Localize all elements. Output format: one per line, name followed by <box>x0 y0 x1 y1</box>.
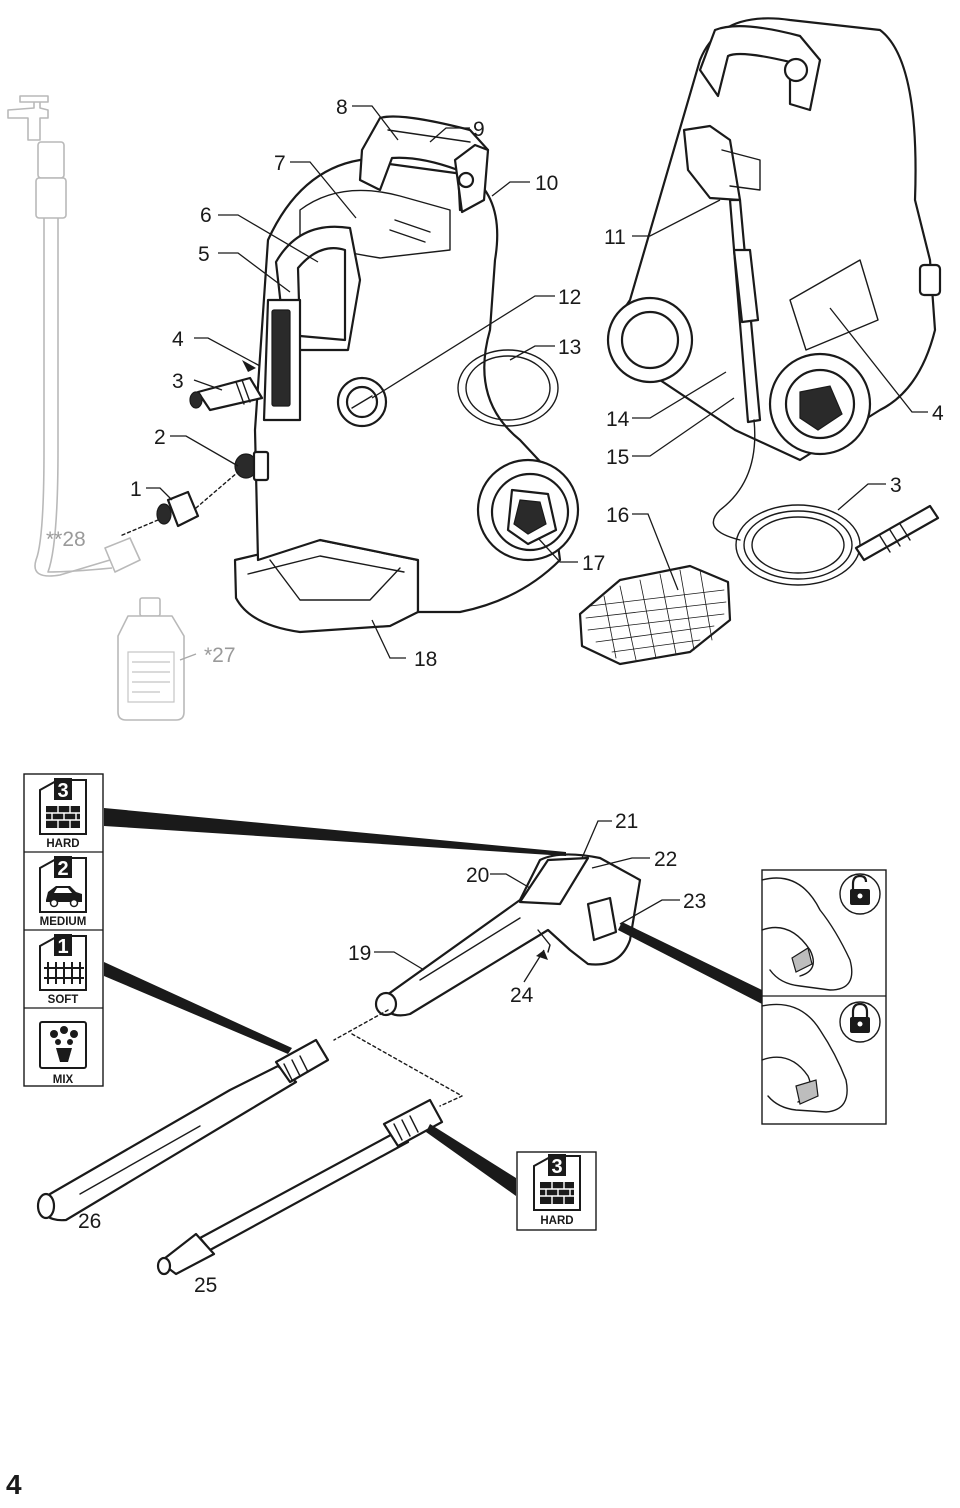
nozzle-badge-number: 3 <box>551 1156 562 1178</box>
callout-18: 18 <box>414 648 437 671</box>
mode-medium: 2 MEDIUM <box>39 856 87 928</box>
mode-mix-label: MIX <box>53 1074 74 1086</box>
nozzle-badge-hard: 3 HARD <box>516 1151 597 1231</box>
detergent-bottle <box>117 597 185 721</box>
callout-1: 1 <box>130 478 142 501</box>
pointer-to-gun <box>104 808 566 856</box>
mode-hard: 3 HARD <box>39 778 87 850</box>
callout-22: 22 <box>654 848 677 871</box>
page-number: 4 <box>6 1469 22 1500</box>
pressure-washer-rear-view <box>606 17 942 586</box>
callout-23: 23 <box>683 890 706 913</box>
callout-9: 9 <box>473 118 485 141</box>
garden-fence-icon <box>44 962 84 984</box>
callout-8: 8 <box>336 96 348 119</box>
brick-wall-icon <box>540 1182 574 1204</box>
mode-soft-label: SOFT <box>48 994 79 1006</box>
callout-15: 15 <box>606 446 629 469</box>
leader-lines <box>146 105 928 983</box>
callout-2: 2 <box>154 426 166 449</box>
callout-21: 21 <box>615 810 638 833</box>
callout-25: 25 <box>194 1274 217 1297</box>
callout-4-rear: 4 <box>932 402 944 425</box>
callout-24: 24 <box>510 984 534 1007</box>
callout-5: 5 <box>198 243 210 266</box>
spray-lance-multi <box>36 1038 330 1222</box>
callout-19: 19 <box>348 942 371 965</box>
callout-3-rear: 3 <box>890 474 902 497</box>
mode-medium-number: 2 <box>57 858 68 880</box>
callout-28: **28 <box>46 528 86 551</box>
flowers-icon <box>50 1026 78 1062</box>
trigger-lock-panel <box>761 869 887 1125</box>
callout-numbers: 8 9 10 7 6 5 11 12 13 4 3 2 1 **28 14 15… <box>46 96 944 1297</box>
mode-medium-label: MEDIUM <box>40 916 87 928</box>
mode-soft: 1 SOFT <box>39 934 87 1006</box>
car-icon <box>46 886 82 908</box>
trigger-gun <box>374 853 642 1017</box>
callout-20: 20 <box>466 864 489 887</box>
callout-16: 16 <box>606 504 629 527</box>
filter-mesh <box>578 564 732 666</box>
unlock-icon <box>839 873 881 915</box>
callout-17: 17 <box>582 552 605 575</box>
callout-3: 3 <box>172 370 184 393</box>
lock-icon <box>839 1001 881 1043</box>
mode-hard-label: HARD <box>46 838 79 850</box>
callout-4: 4 <box>172 328 184 351</box>
pressure-washer-front-view <box>119 115 580 634</box>
mode-hard-number: 3 <box>57 780 68 802</box>
brick-wall-icon <box>46 806 80 828</box>
callout-6: 6 <box>200 204 212 227</box>
callout-14: 14 <box>606 408 630 431</box>
garden-hose-with-tap <box>7 95 141 577</box>
pointer-to-badge <box>426 1124 516 1196</box>
callout-11: 11 <box>604 226 626 249</box>
mode-mix: MIX <box>39 1021 87 1086</box>
callout-13: 13 <box>558 336 581 359</box>
mode-soft-number: 1 <box>57 936 68 958</box>
callout-27: *27 <box>204 644 236 667</box>
pointer-to-lock-panel <box>618 922 762 1004</box>
spray-lance-point-jet <box>156 1098 444 1276</box>
mode-card: 3 HARD 2 MEDIUM <box>23 773 104 1087</box>
callout-12: 12 <box>558 286 581 309</box>
callout-26: 26 <box>78 1210 101 1233</box>
callout-7: 7 <box>274 152 286 175</box>
pointer-to-lance <box>104 962 292 1054</box>
callout-10: 10 <box>535 172 558 195</box>
nozzle-badge-label: HARD <box>540 1215 573 1227</box>
